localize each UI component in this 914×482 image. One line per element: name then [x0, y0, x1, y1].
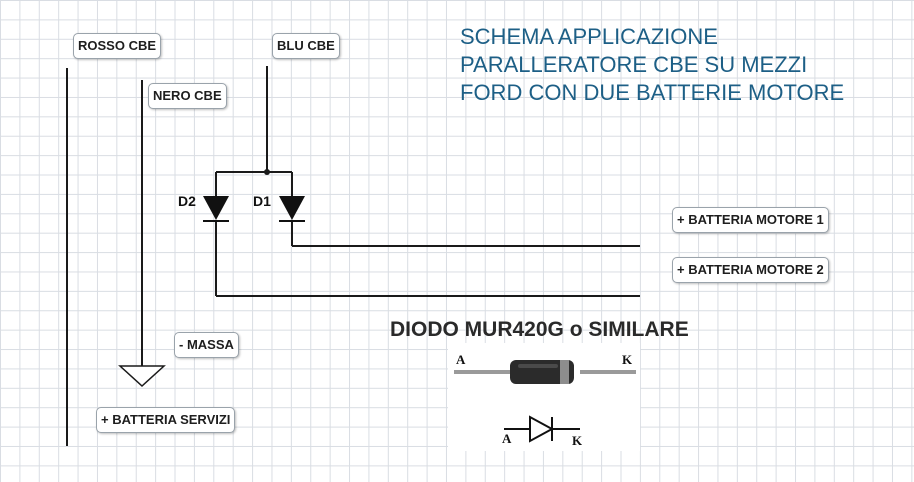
label-batteria-motore-1: + BATTERIA MOTORE 1: [672, 207, 829, 233]
diode-d1-symbol: [279, 196, 305, 222]
diode-d2-label: D2: [178, 193, 196, 209]
photo-cathode-label: K: [622, 352, 633, 367]
ground-symbol: [118, 365, 166, 388]
photo-anode-label: A: [456, 352, 466, 367]
junction-dot: [264, 169, 270, 175]
label-nero-cbe: NERO CBE: [148, 83, 227, 109]
diode-d1-label: D1: [253, 193, 271, 209]
symbol-anode-label: A: [502, 431, 512, 446]
label-rosso-cbe: ROSSO CBE: [73, 33, 162, 59]
title-line-2: PARALLERATORE CBE SU MEZZI: [460, 52, 808, 77]
component-title: DIODO MUR420G o SIMILARE: [390, 318, 689, 341]
label-batteria-motore-2: + BATTERIA MOTORE 2: [672, 257, 829, 283]
diode-d2-symbol: [203, 196, 229, 222]
label-blu-cbe: BLU CBE: [272, 33, 340, 59]
title-line-1: SCHEMA APPLICAZIONE: [460, 24, 718, 49]
symbol-cathode-label: K: [572, 433, 583, 448]
diode-illustration: A K A K: [448, 343, 640, 451]
label-batteria-servizi: + BATTERIA SERVIZI: [96, 407, 236, 433]
diode-photo-icon: [454, 360, 636, 443]
title-line-3: FORD CON DUE BATTERIE MOTORE: [460, 80, 845, 105]
label-massa: - MASSA: [174, 332, 239, 358]
